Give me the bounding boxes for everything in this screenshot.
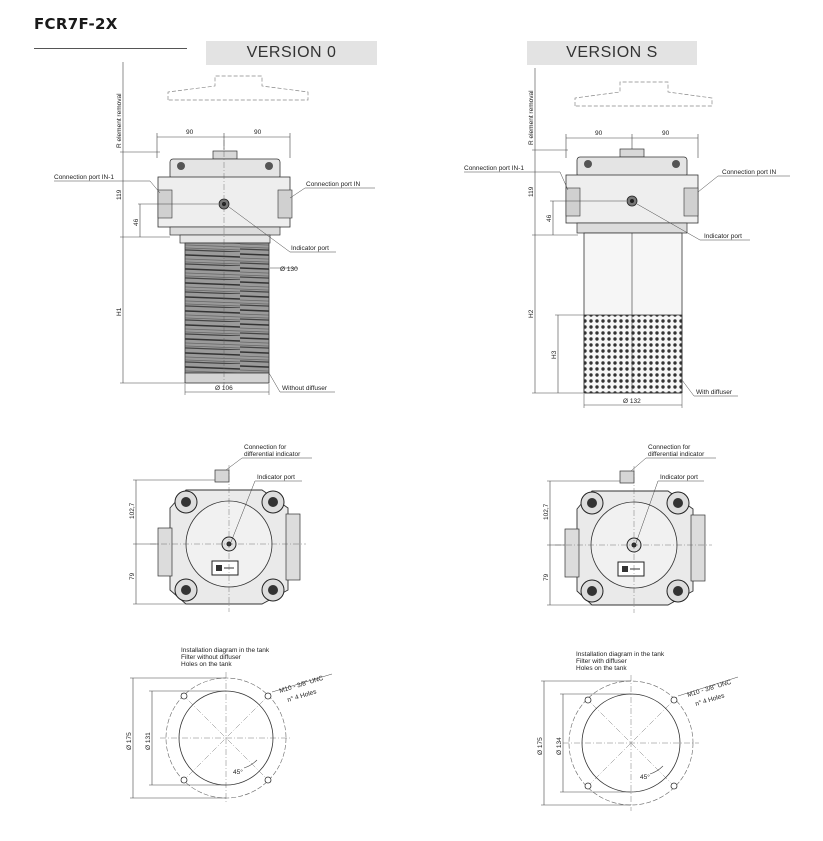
v0-dia-131: Ø 131 [145, 732, 152, 750]
v0-dim-90-left: 90 [186, 129, 194, 136]
vs-dim-90-right: 90 [662, 130, 670, 137]
vs-install-line2: Filter with diffuser [576, 658, 628, 665]
v0-connection-port-in: Connection port IN [306, 181, 361, 188]
vs-angle-label: 45° [640, 773, 650, 781]
v0-connection-port-in1: Connection port IN-1 [54, 174, 114, 181]
v0-install-line1: Installation diagram in the tank [181, 647, 270, 654]
v0-install-line2: Filter without diffuser [181, 654, 242, 661]
vs-conn-diff-line1: Connection for [648, 444, 691, 451]
v0-filter-element [184, 242, 270, 374]
vs-dia-175: Ø 175 [537, 737, 544, 755]
v0-removal-ghost [167, 75, 309, 101]
vs-indicator-port: Indicator port [704, 233, 742, 240]
v0-side-view: R element removal 90 90 119 46 H1 [54, 62, 375, 395]
vs-dim-h2: H2 [528, 309, 535, 318]
v0-dia-106: Ø 106 [215, 385, 233, 392]
version-s-header: VERSION S [527, 41, 697, 65]
vs-install-line3: Holes on the tank [576, 665, 627, 672]
vs-connection-port-in: Connection port IN [722, 169, 777, 176]
v0-without-diffuser: Without diffuser [282, 385, 328, 392]
v0-angle-label: 45° [233, 768, 243, 776]
vs-dia-132: Ø 132 [623, 398, 641, 405]
v0-dim-46: 46 [133, 218, 140, 226]
v0-top-indicator-port: Indicator port [257, 474, 295, 481]
vs-r-removal-label: R element removal [528, 90, 535, 145]
v0-dim-102-7: 102,7 [129, 502, 136, 519]
page-title: FCR7F-2X [34, 15, 118, 33]
vs-removal-ghost [574, 81, 713, 107]
vs-install-view: Installation diagram in the tank Filter … [537, 651, 739, 811]
v0-conn-diff-line2: differential indicator [244, 451, 301, 458]
vs-dim-46: 46 [546, 214, 553, 222]
vs-top-indicator-port: Indicator port [660, 474, 698, 481]
vs-dim-79: 79 [543, 573, 550, 581]
vs-conn-diff-line2: differential indicator [648, 451, 705, 458]
vs-dia-134: Ø 134 [556, 737, 563, 755]
vs-dim-102-7: 102,7 [543, 503, 550, 520]
v0-dia-175: Ø 175 [126, 732, 133, 750]
vs-side-view: R element removal 90 90 119 46 H2 H3 [464, 68, 790, 408]
v0-dim-90-right: 90 [254, 129, 262, 136]
vs-install-line1: Installation diagram in the tank [576, 651, 665, 658]
vs-top-view: 102,7 79 Connection for differential ind… [543, 444, 716, 613]
vs-dim-119: 119 [528, 186, 535, 197]
v0-install-view: Installation diagram in the tank Filter … [126, 647, 333, 804]
v0-dia-130: Ø 130 [280, 266, 298, 273]
vs-connection-port-in1: Connection port IN-1 [464, 165, 524, 172]
vs-dim-h3: H3 [551, 350, 558, 359]
v0-dim-79: 79 [129, 572, 136, 580]
v0-top-view: 102,7 79 Connection for differential ind… [129, 444, 312, 612]
vs-dim-90-left: 90 [595, 130, 603, 137]
v0-dim-h1: H1 [116, 307, 123, 316]
v0-conn-diff-line1: Connection for [244, 444, 287, 451]
v0-dim-119: 119 [116, 189, 123, 200]
v0-indicator-port: Indicator port [291, 245, 329, 252]
version-0-header: VERSION 0 [206, 41, 377, 65]
vs-diffuser-perforation [583, 314, 683, 394]
vs-with-diffuser: With diffuser [696, 389, 733, 396]
v0-r-removal-label: R element removal [116, 93, 123, 148]
title-underline [34, 48, 187, 49]
v0-install-line3: Holes on the tank [181, 661, 232, 668]
